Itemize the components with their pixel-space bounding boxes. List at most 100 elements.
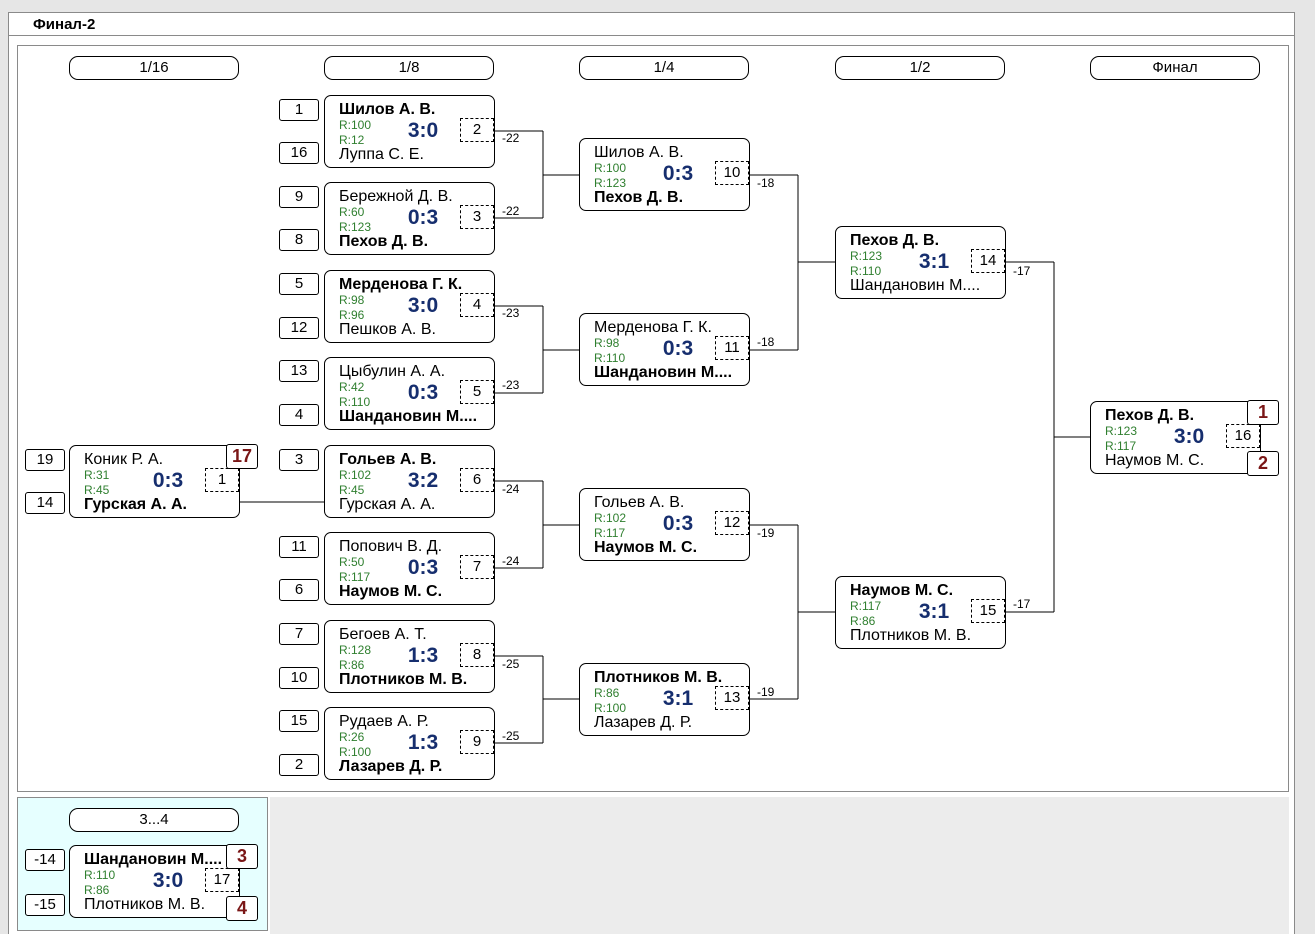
match-10[interactable]: Шилов А. В. R:100 R:123 0:3 10 Пехов Д. … [579,138,750,211]
player-2-name: Гурская А. А. [84,496,187,513]
player-2-name: Гурская А. А. [339,496,436,513]
match-score: 0:3 [662,512,694,535]
match-number: 15 [971,599,1005,623]
loser-target: -17 [1013,264,1031,278]
player-2-name: Плотников М. В. [84,896,206,913]
player-1-name: Шандановин М.... [84,851,223,868]
player-1-name: Бережной Д. В. [339,188,453,205]
player-1-rating: R:42 [339,380,365,394]
seed-box: 7 [279,623,319,645]
match-7[interactable]: Попович В. Д. R:50 R:117 0:3 7 Наумов М.… [324,532,495,605]
player-2-name: Наумов М. С. [1105,452,1205,469]
match-number: 6 [460,468,494,492]
player-2-rating: R:12 [339,133,365,147]
player-2-rating: R:110 [850,264,882,278]
player-2-name: Пехов Д. В. [339,233,429,250]
match-score: 1:3 [407,731,439,754]
player-1-name: Гольев А. В. [594,494,685,511]
seed-box: 5 [279,273,319,295]
match-3[interactable]: Бережной Д. В. R:60 R:123 0:3 3 Пехов Д.… [324,182,495,255]
player-2-rating: R:96 [339,308,365,322]
match-13[interactable]: Плотников М. В. R:86 R:100 3:1 13 Лазаре… [579,663,750,736]
player-1-name: Плотников М. В. [594,669,723,686]
seed-box: 2 [279,754,319,776]
seed-box: 6 [279,579,319,601]
window-title: Финал-2 [33,16,96,33]
window-title-bar: Финал-2 [8,12,1295,36]
loser-target: -25 [502,729,520,743]
player-2-name: Лазарев Д. Р. [339,758,443,775]
seed-box: -14 [25,849,65,871]
loser-target: -17 [1013,597,1031,611]
player-1-rating: R:123 [1105,424,1138,438]
match-6[interactable]: Гольев А. В. R:102 R:45 3:2 6 Гурская А.… [324,445,495,518]
player-1-rating: R:100 [594,161,627,175]
match-score: 0:3 [152,469,184,492]
player-2-name: Шандановин М.... [594,364,733,381]
player-2-name: Пешков А. В. [339,321,436,338]
match-15[interactable]: Наумов М. С. R:117 R:86 3:1 15 Плотников… [835,576,1006,649]
player-1-rating: R:50 [339,555,365,569]
player-1-rating: R:128 [339,643,372,657]
player-1-rating: R:60 [339,205,365,219]
match-17[interactable]: Шандановин М.... R:110 R:86 3:0 17 Плотн… [69,845,240,918]
player-2-rating: R:86 [84,883,110,897]
match-score: 3:1 [918,250,950,273]
player-2-name: Пехов Д. В. [594,189,684,206]
seed-box: 1 [279,99,319,121]
match-number: 3 [460,205,494,229]
player-1-rating: R:123 [850,249,883,263]
match-5[interactable]: Цыбулин А. А. R:42 R:110 0:3 5 Шанданови… [324,357,495,430]
loser-target: -18 [757,176,775,190]
player-2-rating: R:117 [594,526,626,540]
match-9[interactable]: Рудаев А. Р. R:26 R:100 1:3 9 Лазарев Д.… [324,707,495,780]
match-12[interactable]: Гольев А. В. R:102 R:117 0:3 12 Наумов М… [579,488,750,561]
seed-box: 12 [279,317,319,339]
loser-target: -24 [502,554,520,568]
player-2-name: Шандановин М.... [339,408,478,425]
player-2-rating: R:123 [594,176,627,190]
match-2[interactable]: Шилов А. В. R:100 R:12 3:0 2 Луппа С. Е. [324,95,495,168]
player-1-rating: R:102 [339,468,372,482]
match-4[interactable]: Мерденова Г. К. R:98 R:96 3:0 4 Пешков А… [324,270,495,343]
player-2-rating: R:45 [84,483,110,497]
match-11[interactable]: Мерденова Г. К. R:98 R:110 0:3 11 Шандан… [579,313,750,386]
match-number: 12 [715,511,749,535]
match-number: 4 [460,293,494,317]
match-number: 17 [205,868,239,892]
match-score: 3:0 [1173,425,1205,448]
match-score: 0:3 [407,556,439,579]
round-header-1-16: 1/16 [69,56,239,80]
loser-target: -23 [502,378,520,392]
player-2-rating: R:117 [339,570,371,584]
match-number: 7 [460,555,494,579]
player-1-name: Пехов Д. В. [850,232,940,249]
player-2-name: Плотников М. В. [339,671,468,688]
player-2-rating: R:100 [594,701,627,715]
loser-target: -18 [757,335,775,349]
round-header-third-place: 3...4 [69,808,239,832]
loser-target: -22 [502,204,520,218]
player-2-name: Шандановин М.... [850,277,981,294]
player-2-rating: R:110 [339,395,371,409]
loser-target: -19 [757,526,775,540]
seed-box: 19 [25,449,65,471]
place-badge: 3 [226,844,258,869]
match-1[interactable]: Коник Р. А. R:31 R:45 0:3 1 Гурская А. А… [69,445,240,518]
seed-box: 10 [279,667,319,689]
seed-box: 14 [25,492,65,514]
match-8[interactable]: Бегоев А. Т. R:128 R:86 1:3 8 Плотников … [324,620,495,693]
seed-box: 16 [279,142,319,164]
player-1-rating: R:98 [339,293,365,307]
round-header-1-4: 1/4 [579,56,749,80]
player-2-rating: R:86 [850,614,876,628]
place-badge: 2 [1247,451,1279,476]
match-14[interactable]: Пехов Д. В. R:123 R:110 3:1 14 Шанданови… [835,226,1006,299]
player-1-rating: R:110 [84,868,116,882]
match-16[interactable]: Пехов Д. В. R:123 R:117 3:0 16 Наумов М.… [1090,401,1261,474]
player-1-name: Шилов А. В. [339,101,436,118]
player-2-rating: R:123 [339,220,372,234]
player-2-name: Плотников М. В. [850,627,972,644]
match-score: 0:3 [407,206,439,229]
match-score: 3:1 [918,600,950,623]
